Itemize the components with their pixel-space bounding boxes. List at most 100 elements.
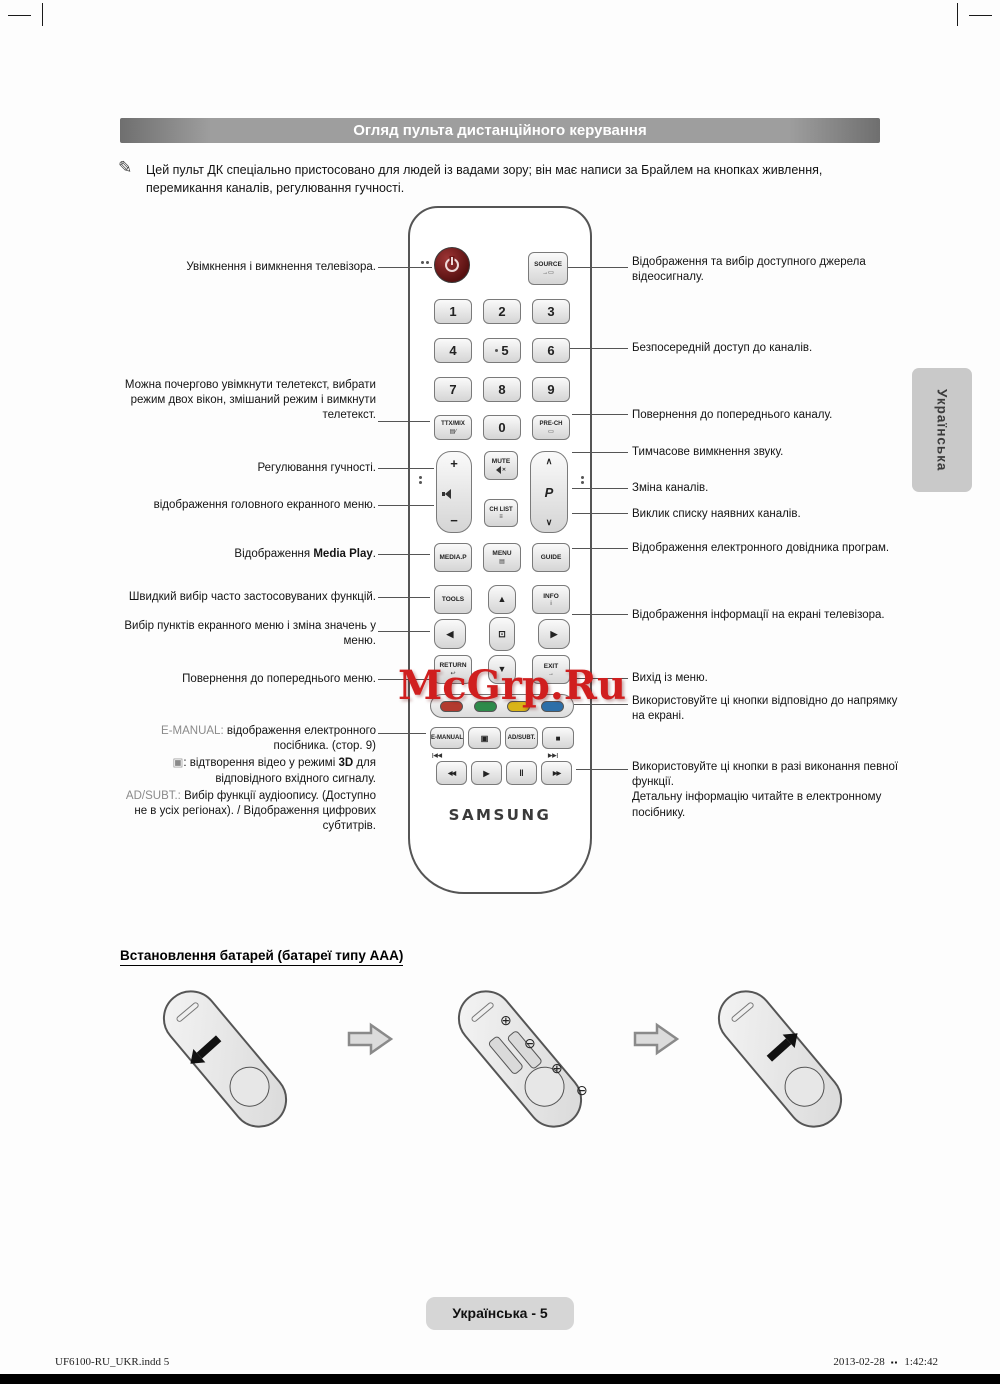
emanual-line: E-MANUAL: відображення електронного посі… (161, 725, 376, 753)
callout-line (572, 452, 628, 453)
cover-circle (516, 1058, 573, 1115)
color-buttons-bar (430, 694, 574, 718)
callout-line (572, 513, 628, 514)
forward-icon: ▶▶ (552, 770, 561, 777)
callout-line (378, 597, 430, 598)
digit-0-button: 0 (483, 415, 521, 440)
digit-8-button: 8 (483, 377, 521, 402)
cover-circle (776, 1058, 833, 1115)
callout-pre-ch: Повернення до попереднього каналу. (632, 409, 833, 421)
cover-slot (175, 1001, 200, 1024)
print-filename: UF6100-RU_UKR.indd 5 (55, 1356, 170, 1368)
nav-enter-button: ⊡ (489, 617, 515, 651)
nav-up-button: ▲ (488, 585, 516, 614)
braille-dot (495, 349, 499, 352)
callout-line (378, 468, 434, 469)
pre-ch-icon: ▭ (548, 428, 554, 435)
mute-button: MUTE ✕ (484, 451, 518, 480)
battery-step2-remote (446, 978, 594, 1140)
next-step-arrow-icon (632, 1022, 680, 1061)
cover-slot (470, 1001, 495, 1024)
callout-channel: Зміна каналів. (632, 482, 709, 494)
pause-icon: ‖ (519, 768, 524, 778)
right-arrow-icon: ▶ (550, 628, 558, 639)
polarity-minus-icon: ⊖ (576, 1082, 588, 1098)
callout-line (568, 267, 628, 268)
battery-step3-remote (706, 978, 854, 1140)
channel-up-icon: ∧ (545, 456, 553, 466)
exit-button: EXIT → (532, 655, 570, 684)
green-color-button (473, 700, 497, 712)
channel-down-icon: ∨ (545, 517, 553, 527)
cover-circle (221, 1058, 278, 1115)
remote-control-illustration: SOURCE →▭ 1 2 3 4 5 6 7 8 9 TTX/MIX ▤∕ 0… (408, 206, 592, 894)
callout-exit: Вихід із меню. (632, 672, 708, 684)
callout-power: Увімкнення і вимкнення телевізора. (186, 261, 376, 273)
channel-rocker: ∧ P ∨ (530, 451, 568, 533)
nav-down-button: ▼ (488, 655, 516, 684)
callout-line (572, 614, 628, 615)
crop-mark (969, 15, 992, 16)
note-pencil-icon: ✎ (118, 158, 133, 177)
play-button: ▶ (471, 761, 502, 785)
rewind-button: ◀◀ (436, 761, 467, 785)
polarity-minus-icon: ⊖ (524, 1035, 536, 1051)
3d-video-button: ▣ (468, 727, 501, 749)
callout-emanual-block: E-MANUAL: відображення електронного посі… (120, 724, 376, 836)
down-arrow-icon: ▼ (497, 664, 507, 674)
crop-mark (957, 3, 958, 26)
polarity-plus-icon: ⊕ (551, 1060, 563, 1076)
3d-video-icon: ▣ (480, 733, 489, 743)
menu-button: MENU ▤ (483, 543, 521, 572)
callout-line (572, 488, 628, 489)
callout-tools: Швидкий вибір часто застосовуваних функц… (128, 591, 376, 603)
return-icon: ↩ (450, 671, 456, 677)
braille-dots (419, 476, 422, 484)
stop-button: ■ (542, 727, 574, 749)
play-icon: ▶ (483, 768, 490, 778)
watermark: McGrp.Ru (398, 662, 627, 709)
callout-guide: Відображення електронного довідника прог… (632, 542, 890, 554)
callout-line (378, 733, 426, 734)
nav-left-button: ◀ (434, 619, 466, 649)
digit-7-button: 7 (434, 377, 472, 402)
digit-2-button: 2 (483, 299, 521, 324)
callout-media-play: Відображення Media Play. (234, 548, 376, 560)
list-icon: ≡ (499, 513, 503, 520)
digit-3-button: 3 (532, 299, 570, 324)
red-color-button (440, 700, 463, 712)
samsung-logo: SAMSUNG (448, 806, 552, 824)
print-timestamp: 2013-02-28▪▪1:42:42 (833, 1356, 938, 1368)
power-icon (445, 258, 459, 272)
callout-line (378, 505, 434, 506)
callout-info: Відображення інформації на екрані телеві… (632, 609, 885, 621)
up-arrow-icon: ▲ (497, 594, 507, 604)
adsubt-line: AD/SUBT.: Вибір функції аудіоопису. (Дос… (125, 789, 376, 833)
callout-source: Відображення та вибір доступного джерела… (632, 256, 866, 284)
mute-speaker-icon: ✕ (495, 465, 506, 474)
battery-section-title: Встановлення батарей (батареї типу AAA) (120, 948, 404, 966)
braille-dots (421, 261, 429, 264)
menu-grid-icon: ▤ (499, 559, 505, 565)
volume-rocker: + − (436, 451, 472, 533)
ch-list-button: CH LIST ≡ (484, 499, 518, 527)
callout-color-buttons: Використовуйте ці кнопки відповідно до н… (632, 695, 898, 723)
battery-step1-remote (151, 978, 299, 1140)
callout-line (572, 678, 628, 679)
digit-5-button: 5 (483, 338, 521, 363)
callout-mute: Тимчасове вимкнення звуку. (632, 446, 784, 458)
power-button (434, 247, 470, 283)
callout-ch-list: Виклик списку наявних каналів. (632, 508, 801, 520)
source-button: SOURCE →▭ (528, 252, 568, 285)
exit-icon: → (548, 670, 554, 677)
ttx-mix-button: TTX/MIX ▤∕ (434, 415, 472, 440)
callout-line (378, 267, 432, 268)
callout-teletext: Можна почергово увімкнути телетекст, виб… (124, 379, 376, 422)
blue-color-button (540, 700, 564, 712)
e-manual-button: E-MANUAL (430, 727, 464, 749)
skip-back-icon: |◀◀ (432, 753, 442, 759)
callout-line (572, 548, 628, 549)
am-glyph: ▪▪ (890, 1358, 899, 1367)
pause-button: ‖ (506, 761, 537, 785)
left-arrow-icon: ◀ (446, 628, 454, 639)
